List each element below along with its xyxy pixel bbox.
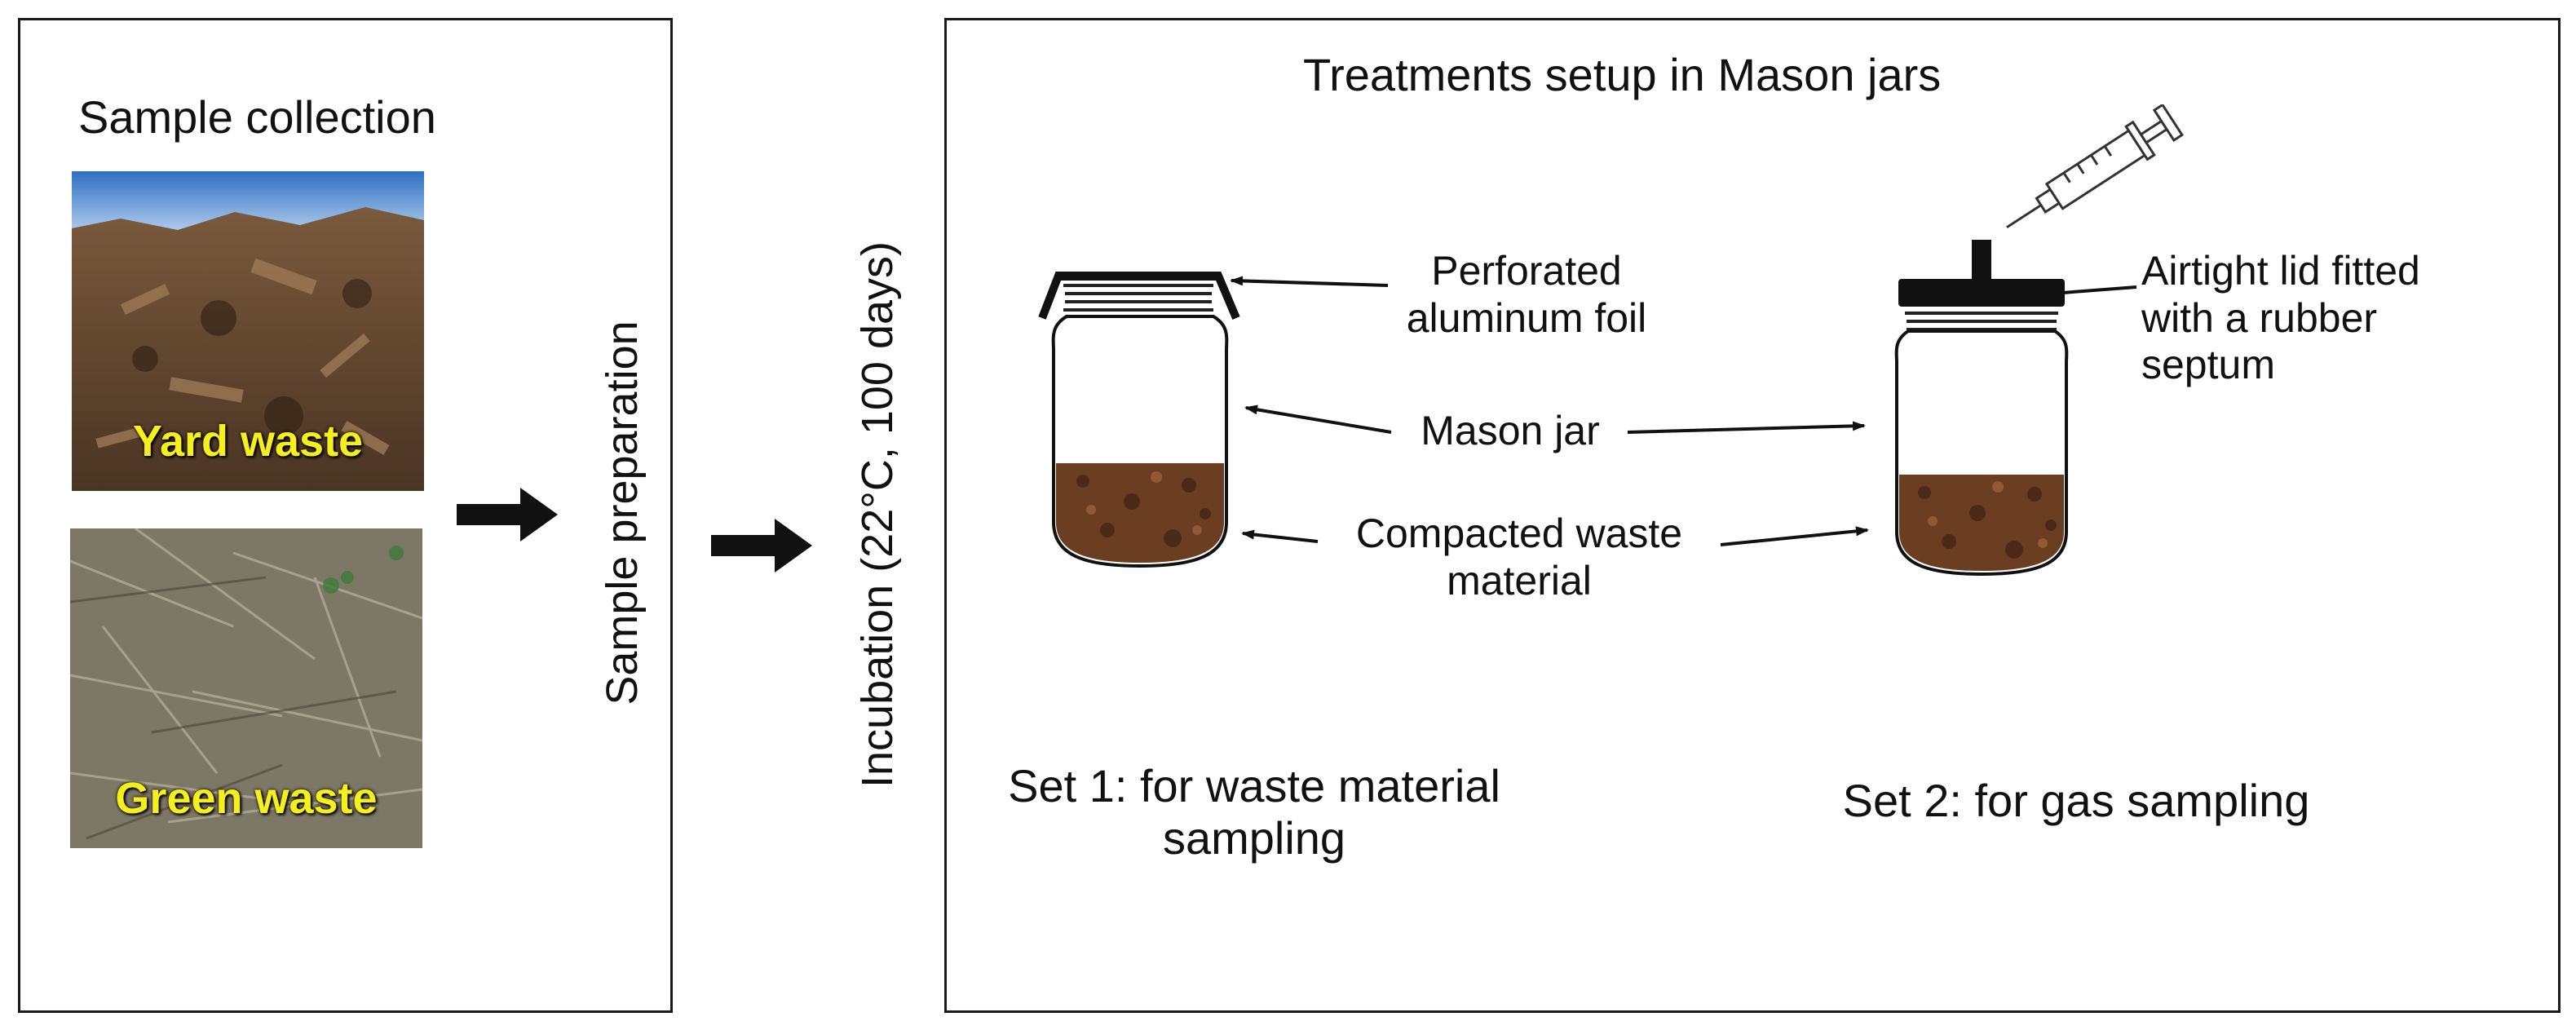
green-waste-label: Green waste bbox=[115, 774, 378, 823]
compacted-waste-label: Compacted waste material bbox=[1355, 511, 1683, 603]
flow-arrow-icon bbox=[711, 519, 812, 572]
mason-jar-label: Mason jar bbox=[1421, 408, 1600, 453]
green-waste-photo: Green waste bbox=[70, 528, 422, 848]
set-2-caption: Set 2: for gas sampling bbox=[1842, 775, 2310, 826]
yard-waste-photo: Yard waste bbox=[72, 171, 424, 491]
flow-arrow-icon bbox=[457, 488, 558, 542]
airtight-lid-label: Airtight lid fitted with a rubber septum bbox=[2141, 248, 2420, 387]
perforated-foil-label: Perforated aluminum foil bbox=[1406, 248, 1647, 341]
treatments-title: Treatments setup in Mason jars bbox=[1303, 49, 1942, 100]
syringe-icon bbox=[2006, 104, 2184, 229]
mason-jar-lid-icon bbox=[1894, 240, 2069, 577]
set-1-caption: Set 1: for waste material sampling bbox=[1008, 760, 1500, 864]
yard-waste-label: Yard waste bbox=[132, 417, 364, 466]
sample-collection-title: Sample collection bbox=[78, 91, 436, 143]
mason-jar-foil-icon bbox=[1038, 272, 1240, 568]
